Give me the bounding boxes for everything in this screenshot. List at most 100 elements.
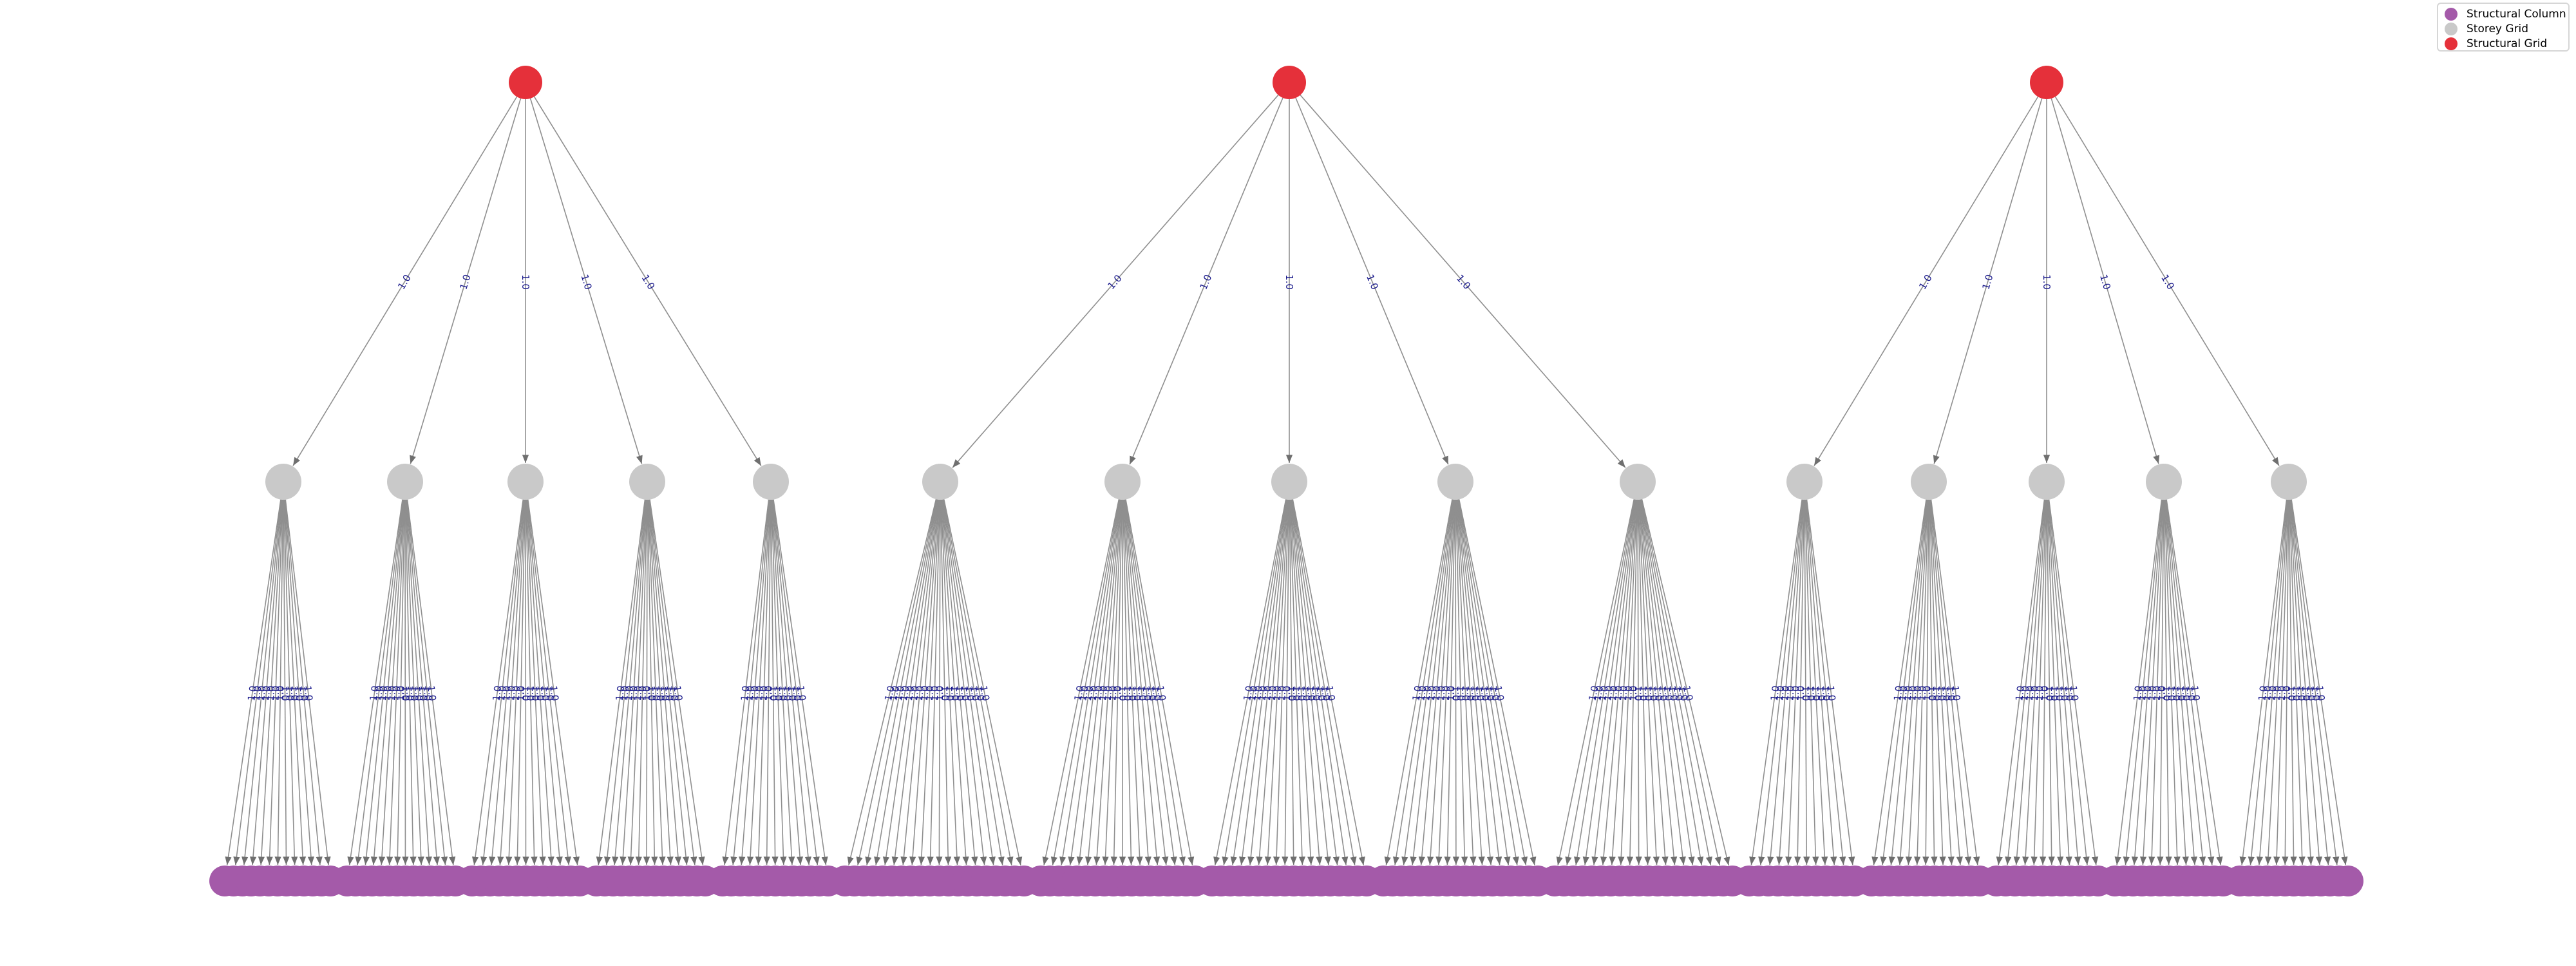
nodes-layer bbox=[209, 66, 2363, 896]
edge-storey-to-column bbox=[773, 499, 828, 866]
edge-storey-to-column bbox=[918, 499, 940, 866]
edge-storey-to-column bbox=[1638, 499, 1669, 866]
edge-storey-to-column bbox=[525, 499, 538, 866]
edge-storey-to-column bbox=[1384, 499, 1453, 866]
edge-label: 1.0 bbox=[1804, 685, 1817, 701]
edge-label: 1.0 bbox=[1281, 686, 1293, 701]
edge-label: 1.0 bbox=[288, 685, 300, 701]
edge-storey-to-column bbox=[771, 499, 787, 866]
edge-label: 1.0 bbox=[1633, 686, 1644, 701]
edge-label: 1.0 bbox=[2165, 685, 2177, 701]
edge-label: 1.0 bbox=[1246, 685, 1260, 702]
edge-label: 1.0 bbox=[245, 685, 259, 702]
edge-label: 1.0 bbox=[1779, 685, 1792, 701]
edge-storey-to-column bbox=[1638, 499, 1660, 866]
edge-storey-to-column bbox=[891, 499, 939, 866]
storey-grid-node bbox=[1104, 464, 1141, 500]
edge-label: 1.0 bbox=[2295, 685, 2307, 701]
edge-label: 1.0 bbox=[2271, 685, 2283, 701]
edge-storey-to-column bbox=[1456, 499, 1485, 866]
edge-label: 1.0 bbox=[1647, 685, 1660, 701]
edge-storey-to-column bbox=[1929, 499, 1955, 866]
edge-label: 1.0 bbox=[2043, 686, 2055, 701]
edge-structural-to-storey bbox=[410, 98, 522, 464]
edge-storey-to-column bbox=[1922, 499, 1929, 866]
edge-label: 1.0 bbox=[1940, 685, 1953, 701]
edge-label: 1.0 bbox=[1768, 685, 1782, 702]
edge-label: 1.0 bbox=[1291, 685, 1303, 701]
edge-storey-to-column bbox=[1897, 499, 1928, 866]
edge-label: 1.0 bbox=[1425, 685, 1439, 702]
edge-storey-to-column bbox=[1806, 499, 1846, 866]
edge-storey-to-column bbox=[2239, 499, 2287, 866]
storey-grid-node bbox=[2029, 464, 2065, 500]
edge-storey-to-column bbox=[283, 499, 307, 866]
edge-label: 1.0 bbox=[2179, 685, 2192, 702]
edge-storey-to-column bbox=[1282, 499, 1290, 866]
edge-storey-to-column bbox=[1574, 499, 1636, 866]
edge-label: 1.0 bbox=[1810, 685, 1822, 701]
edge-storey-to-column bbox=[1556, 499, 1635, 866]
edge-label: 1.0 bbox=[2276, 685, 2288, 701]
edge-storey-to-column bbox=[2273, 499, 2289, 866]
edge-storey-to-column bbox=[1289, 499, 1297, 866]
edge-structural-to-storey bbox=[533, 96, 762, 466]
edge-label: 1.0 bbox=[632, 685, 644, 701]
edges-layer bbox=[225, 95, 2348, 866]
edge-label: 1.0 bbox=[1261, 685, 1274, 702]
edge-storey-to-column bbox=[2047, 499, 2064, 866]
edge-storey-to-column bbox=[1458, 499, 1528, 866]
edge-storey-to-column bbox=[2048, 499, 2099, 866]
edge-structural-to-storey bbox=[2054, 96, 2280, 466]
edge-label: 1.0 bbox=[2161, 686, 2172, 701]
edge-label: 1.0 bbox=[1652, 685, 1665, 701]
edge-storey-to-column bbox=[772, 499, 804, 866]
edge-label: 1.0 bbox=[1318, 685, 1332, 702]
edge-label: 1.0 bbox=[2146, 685, 2158, 701]
edge-label: 1.0 bbox=[1586, 685, 1600, 702]
edge-label: 1.0 bbox=[1140, 685, 1153, 702]
edge-storey-to-column bbox=[1124, 499, 1169, 866]
edge-storey-to-column bbox=[266, 499, 283, 866]
edge-label: 1.0 bbox=[768, 686, 779, 701]
edge-storey-to-column bbox=[1102, 499, 1122, 866]
edge-label: 1.0 bbox=[404, 685, 416, 701]
edge-label: 1.0 bbox=[2058, 685, 2070, 701]
edge-label: 1.0 bbox=[2281, 686, 2293, 701]
edge-storey-to-column bbox=[1238, 499, 1288, 866]
edge-label: 1.0 bbox=[1622, 685, 1634, 701]
edge-storey-to-column bbox=[943, 499, 1014, 866]
edge-label: 1.0 bbox=[1410, 685, 1425, 702]
edge-storey-to-column bbox=[772, 499, 812, 866]
edge-storey-to-column bbox=[1930, 499, 1972, 866]
edge-label: 1.0 bbox=[520, 274, 531, 290]
edge-storey-to-column bbox=[347, 499, 403, 866]
edge-storey-to-column bbox=[770, 499, 779, 866]
edge-storey-to-column bbox=[1996, 499, 2045, 866]
edge-label: 1.0 bbox=[934, 686, 945, 701]
edge-storey-to-column bbox=[1256, 499, 1289, 866]
edge-storey-to-column bbox=[2013, 499, 2046, 866]
edge-label: 1.0 bbox=[2290, 685, 2302, 701]
edge-label: 1.0 bbox=[1295, 685, 1307, 701]
edge-label: 1.0 bbox=[978, 685, 992, 702]
edge-label: 1.0 bbox=[2041, 274, 2052, 290]
edge-storey-to-column bbox=[355, 499, 404, 866]
edge-label: 1.0 bbox=[790, 685, 804, 702]
edge-structural-to-storey bbox=[1295, 97, 1449, 465]
edge-storey-to-column bbox=[1122, 499, 1135, 866]
edge-storey-to-column bbox=[1444, 499, 1456, 866]
edge-storey-to-column bbox=[649, 499, 705, 866]
edge-label: 1.0 bbox=[968, 685, 982, 701]
edge-label: 1.0 bbox=[1774, 685, 1787, 702]
storey-grid-node bbox=[1620, 464, 1656, 500]
edge-storey-to-column bbox=[386, 499, 405, 866]
storey-grid-node bbox=[265, 464, 301, 500]
edge-storey-to-column bbox=[527, 499, 571, 866]
edge-storey-to-column bbox=[1929, 499, 1946, 866]
edge-storey-to-column bbox=[1457, 499, 1502, 866]
edge-storey-to-column bbox=[1110, 499, 1123, 866]
legend-item-storey-grid: Storey Grid bbox=[2445, 21, 2562, 36]
edge-label: 1.0 bbox=[1891, 685, 1905, 701]
edge-label: 1.0 bbox=[1082, 685, 1096, 701]
